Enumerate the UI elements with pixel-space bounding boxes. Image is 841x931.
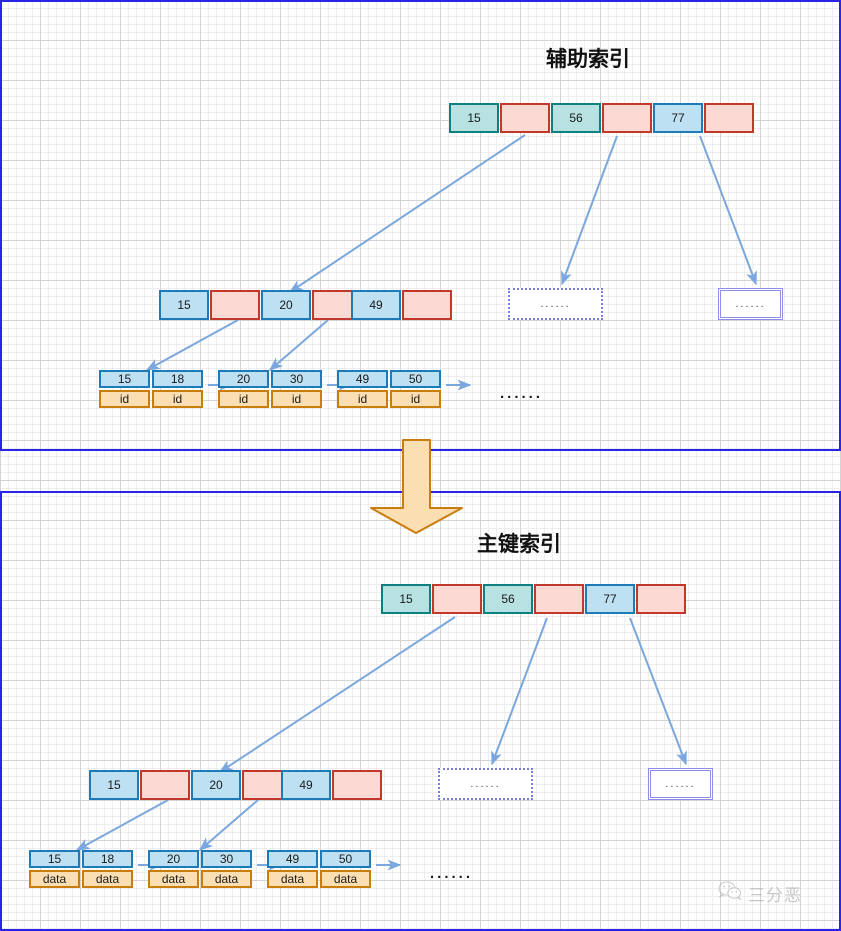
root-cell[interactable]	[636, 584, 686, 614]
frame-line-left-bottom	[0, 491, 2, 931]
leaf-key-cell[interactable]: 18	[152, 370, 203, 388]
frame-line-right-top	[839, 0, 841, 451]
placeholder-node-double[interactable]: ......	[648, 768, 713, 800]
leaf-payload-cell[interactable]: id	[152, 390, 203, 408]
leaf-chain-ellipsis: ......	[430, 865, 474, 882]
internal-cell[interactable]	[332, 770, 382, 800]
leaf-key-cell[interactable]: 30	[201, 850, 252, 868]
internal-cell[interactable]: 49	[281, 770, 331, 800]
internal-cell[interactable]: 15	[159, 290, 209, 320]
root-cell[interactable]	[602, 103, 652, 133]
internal-cell[interactable]: 49	[351, 290, 401, 320]
frame-line-top	[0, 0, 841, 2]
internal-cell[interactable]: 20	[261, 290, 311, 320]
leaf-payload-cell[interactable]: data	[267, 870, 318, 888]
internal-cell[interactable]	[140, 770, 190, 800]
wechat-icon	[718, 880, 742, 907]
leaf-key-cell[interactable]: 20	[218, 370, 269, 388]
leaf-payload-cell[interactable]: data	[82, 870, 133, 888]
internal-cell[interactable]: 15	[89, 770, 139, 800]
section-title-secondary: 辅助索引	[546, 47, 630, 71]
internal-cell[interactable]	[402, 290, 452, 320]
leaf-payload-cell[interactable]: id	[390, 390, 441, 408]
frame-line-bottom	[0, 929, 841, 931]
root-cell[interactable]: 56	[551, 103, 601, 133]
root-cell[interactable]	[534, 584, 584, 614]
leaf-chain-ellipsis: ......	[500, 385, 544, 402]
placeholder-node-dotted[interactable]: ......	[438, 768, 533, 800]
leaf-key-cell[interactable]: 30	[271, 370, 322, 388]
leaf-payload-cell[interactable]: id	[99, 390, 150, 408]
leaf-key-cell[interactable]: 15	[29, 850, 80, 868]
placeholder-node-double[interactable]: ......	[718, 288, 783, 320]
leaf-payload-cell[interactable]: id	[218, 390, 269, 408]
leaf-key-cell[interactable]: 50	[390, 370, 441, 388]
leaf-key-cell[interactable]: 18	[82, 850, 133, 868]
root-cell[interactable]: 77	[653, 103, 703, 133]
leaf-payload-cell[interactable]: data	[148, 870, 199, 888]
root-cell[interactable]: 77	[585, 584, 635, 614]
root-cell[interactable]	[432, 584, 482, 614]
placeholder-node-dotted[interactable]: ......	[508, 288, 603, 320]
frame-line-left-top	[0, 0, 2, 451]
root-cell[interactable]: 15	[449, 103, 499, 133]
internal-cell[interactable]	[210, 290, 260, 320]
leaf-key-cell[interactable]: 49	[267, 850, 318, 868]
watermark-text: 三分恶	[748, 886, 802, 906]
root-cell[interactable]: 56	[483, 584, 533, 614]
frame-line-right-bottom	[839, 491, 841, 931]
leaf-payload-cell[interactable]: id	[337, 390, 388, 408]
leaf-key-cell[interactable]: 50	[320, 850, 371, 868]
root-cell[interactable]: 15	[381, 584, 431, 614]
leaf-payload-cell[interactable]: id	[271, 390, 322, 408]
internal-cell[interactable]: 20	[191, 770, 241, 800]
root-cell[interactable]	[704, 103, 754, 133]
leaf-key-cell[interactable]: 20	[148, 850, 199, 868]
leaf-key-cell[interactable]: 49	[337, 370, 388, 388]
leaf-key-cell[interactable]: 15	[99, 370, 150, 388]
leaf-payload-cell[interactable]: data	[320, 870, 371, 888]
leaf-payload-cell[interactable]: data	[201, 870, 252, 888]
root-cell[interactable]	[500, 103, 550, 133]
section-title-primary: 主键索引	[477, 532, 561, 556]
watermark: 三分恶	[718, 880, 802, 907]
leaf-payload-cell[interactable]: data	[29, 870, 80, 888]
